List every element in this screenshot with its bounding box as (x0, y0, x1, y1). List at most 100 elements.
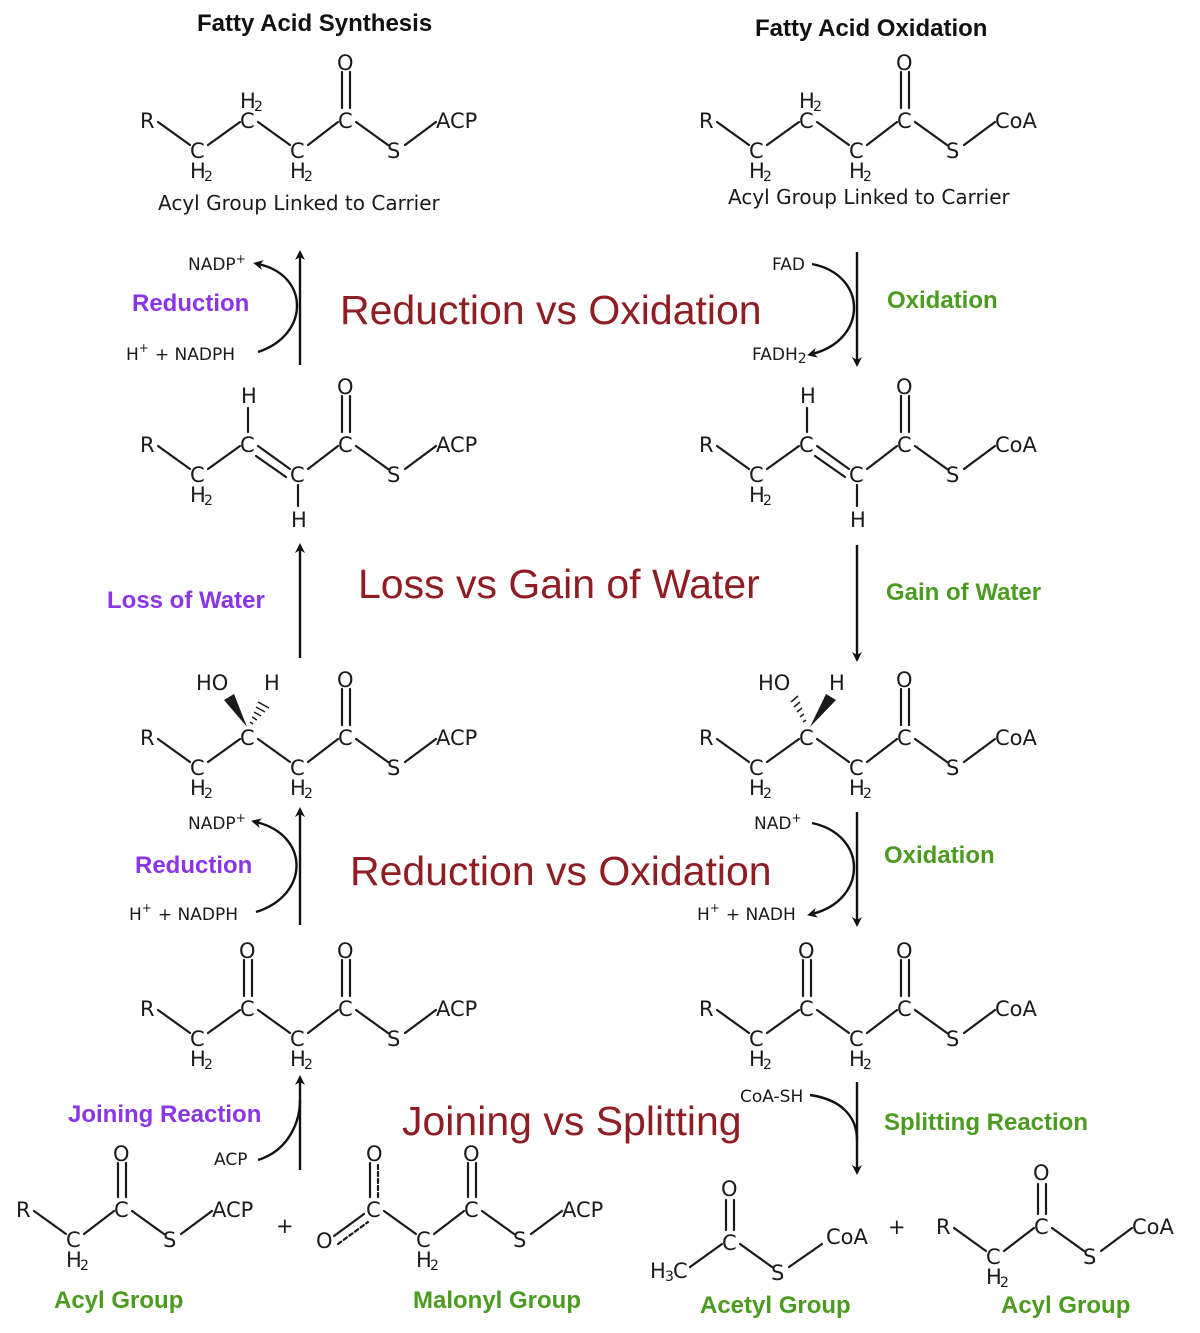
step-gain-of-water: Gain of Water (886, 579, 1041, 606)
acyl-linked-caption-left: Acyl Group Linked to Carrier (158, 191, 441, 215)
svg-text:2: 2 (1000, 1275, 1009, 1291)
svg-text:C: C (897, 109, 912, 133)
svg-text:O: O (1033, 1161, 1050, 1185)
svg-text:S: S (387, 463, 400, 487)
acyl-linked-caption-right: Acyl Group Linked to Carrier (728, 185, 1011, 209)
fad-label: FAD (772, 255, 805, 275)
svg-text:R: R (699, 433, 714, 457)
svg-text:ACP: ACP (436, 726, 477, 750)
svg-text:H: H (749, 1047, 765, 1071)
svg-text:2: 2 (813, 99, 822, 115)
svg-text:S: S (946, 1027, 959, 1051)
cofactor-curve-1 (253, 260, 298, 354)
svg-text:H: H (849, 1047, 865, 1071)
svg-text:C: C (799, 433, 814, 457)
step-loss-of-water: Loss of Water (107, 587, 265, 614)
svg-text:C: C (290, 463, 305, 487)
svg-text:S: S (387, 756, 400, 780)
svg-text:CoA: CoA (995, 726, 1038, 750)
svg-text:2: 2 (430, 1258, 439, 1274)
cofactor-curve-4 (807, 262, 856, 358)
svg-text:2: 2 (204, 493, 213, 509)
cofactor-curve-3 (257, 1099, 302, 1162)
svg-text:C: C (240, 726, 255, 750)
malonyl-group-label: Malonyl Group (413, 1287, 581, 1314)
svg-text:H: H (290, 159, 306, 183)
svg-text:C: C (240, 433, 255, 457)
svg-text:C: C (338, 726, 353, 750)
svg-text:H: H (66, 1248, 82, 1272)
svg-text:C: C (416, 1228, 431, 1252)
svg-text:O: O (337, 668, 354, 692)
svg-text:C: C (799, 726, 814, 750)
svg-text:C: C (749, 1027, 764, 1051)
comparison-loss-gain-water: Loss vs Gain of Water (358, 561, 760, 607)
oxidation-header: Fatty Acid Oxidation (755, 15, 987, 42)
svg-text:2: 2 (204, 786, 213, 802)
svg-text:O: O (239, 939, 256, 963)
svg-text:S: S (387, 139, 400, 163)
svg-text:H: H (799, 89, 815, 113)
nadp-label-2: NADP+ (188, 811, 246, 834)
svg-text:CoA: CoA (995, 109, 1038, 133)
svg-text:H: H (849, 776, 865, 800)
svg-text:C: C (290, 756, 305, 780)
svg-text:C: C (799, 997, 814, 1021)
svg-text:H: H (264, 671, 280, 695)
acyl-acp-reactant: R C C O S ACP H2 (16, 1142, 253, 1274)
nadph-label-1: H++ NADPH (126, 341, 235, 365)
svg-text:O: O (113, 1142, 130, 1166)
svg-text:C: C (1034, 1215, 1049, 1239)
svg-text:C: C (66, 1228, 81, 1252)
svg-text:2: 2 (304, 169, 313, 185)
step-reduction-2: Reduction (135, 852, 252, 879)
svg-text:C: C (240, 109, 255, 133)
svg-text:H: H (240, 89, 256, 113)
svg-text:2: 2 (763, 493, 772, 509)
svg-text:CoA: CoA (826, 1225, 869, 1249)
acyl-coa-product: R C C O S CoA H2 (936, 1161, 1175, 1291)
nadph-label-2: H++ NADPH (129, 901, 238, 925)
svg-text:H: H (190, 1047, 206, 1071)
svg-text:S: S (771, 1261, 784, 1285)
svg-text:H: H (749, 483, 765, 507)
svg-text:H: H (650, 1259, 666, 1283)
svg-text:O: O (366, 1142, 383, 1166)
svg-text:H: H (849, 159, 865, 183)
svg-text:C: C (986, 1245, 1001, 1269)
svg-text:S: S (946, 139, 959, 163)
svg-text:S: S (387, 1027, 400, 1051)
svg-text:C: C (464, 1198, 479, 1222)
svg-text:HO: HO (196, 671, 228, 695)
svg-text:C: C (240, 997, 255, 1021)
step-reduction-1: Reduction (132, 290, 249, 317)
svg-text:C: C (366, 1198, 381, 1222)
svg-text:2: 2 (863, 169, 872, 185)
svg-text:O: O (896, 375, 913, 399)
ketoacyl-acp: R C C O C C O S ACP H2 H2 (140, 939, 477, 1073)
svg-text:H: H (190, 483, 206, 507)
svg-text:C: C (849, 756, 864, 780)
svg-text:O: O (896, 939, 913, 963)
svg-text:ACP: ACP (562, 1198, 603, 1222)
svg-text:2: 2 (254, 99, 263, 115)
svg-text:S: S (513, 1228, 526, 1252)
svg-text:C: C (749, 463, 764, 487)
ketoacyl-coa: R C C O C C O S CoA H2 H2 (699, 939, 1038, 1073)
svg-text:R: R (140, 109, 155, 133)
cofactor-curve-6 (809, 1093, 859, 1141)
svg-text:CoA: CoA (995, 433, 1038, 457)
svg-text:C: C (722, 1231, 737, 1255)
svg-text:ACP: ACP (436, 433, 477, 457)
svg-text:H: H (290, 1047, 306, 1071)
acp-release-label: ACP (214, 1150, 247, 1170)
svg-text:O: O (337, 939, 354, 963)
step-splitting: Splitting Reaction (884, 1109, 1088, 1136)
cofactor-curve-5 (807, 821, 856, 918)
svg-text:C: C (673, 1259, 688, 1283)
svg-text:C: C (799, 109, 814, 133)
svg-text:C: C (749, 756, 764, 780)
svg-text:R: R (16, 1198, 31, 1222)
svg-text:H: H (800, 384, 816, 408)
